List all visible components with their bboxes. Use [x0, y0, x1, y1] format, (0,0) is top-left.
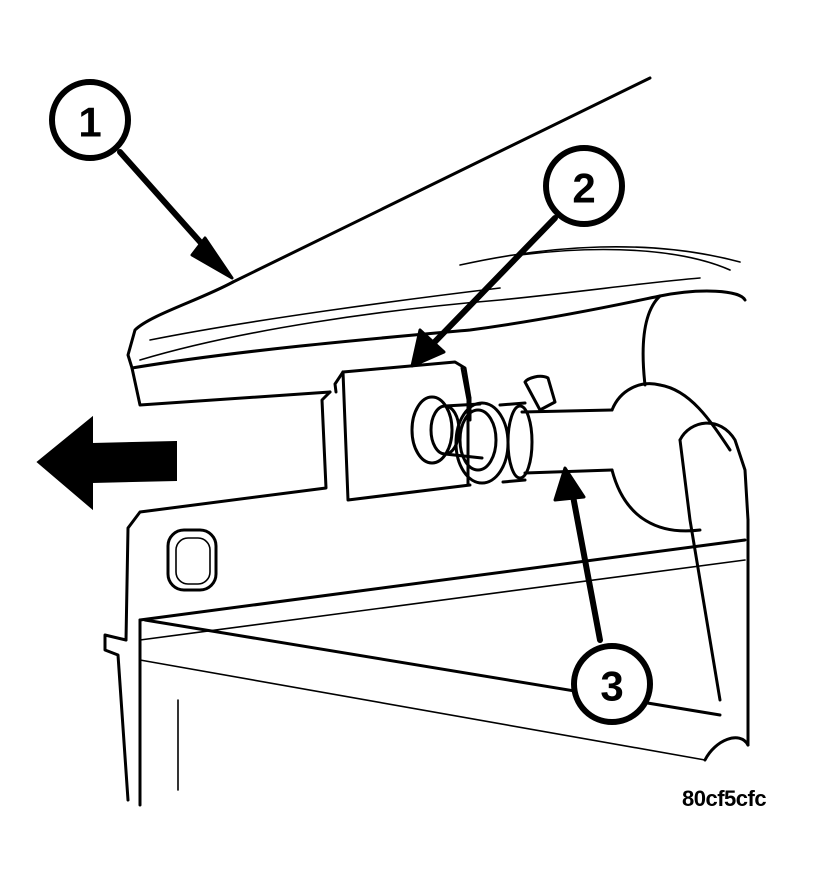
- callout-leaders: [117, 149, 603, 643]
- callout-3-label: 3: [600, 663, 623, 710]
- callout-1: 1: [49, 79, 131, 161]
- callout-2-label: 2: [572, 165, 595, 212]
- callout-3: 3: [571, 643, 653, 725]
- latch-pin: [410, 374, 732, 533]
- direction-arrow: [36, 415, 177, 511]
- console-body: [103, 289, 750, 807]
- callout-2: 2: [543, 145, 625, 227]
- callout-1-label: 1: [78, 99, 101, 146]
- figure-code: 80cf5cfc: [682, 786, 767, 811]
